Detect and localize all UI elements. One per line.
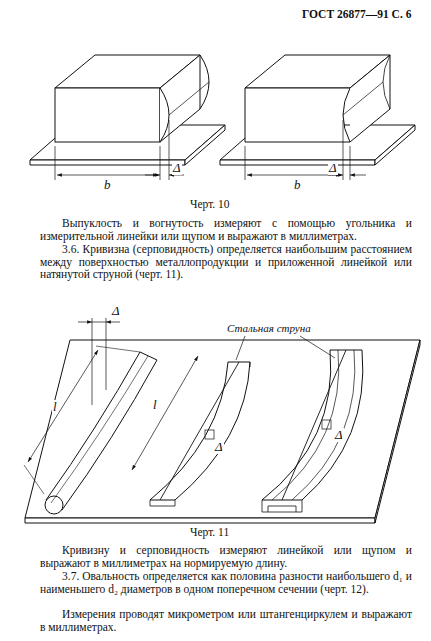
dimension-delta: Δ	[214, 440, 224, 454]
dimension-delta: Δ	[111, 304, 121, 318]
body-paragraph: Кривизну и серповидность измеряют линейк…	[40, 544, 412, 569]
body-paragraph: 3.6. Кривизна (серповидность) определяет…	[40, 243, 412, 281]
page-header: ГОСТ 26877—91 С. 6	[302, 8, 411, 21]
curvature-plate	[25, 340, 420, 523]
round-bar	[24, 318, 157, 514]
curved-channel	[262, 350, 363, 512]
dimension-length: l	[152, 398, 158, 412]
curved-strip	[132, 356, 250, 506]
figure-caption: Черт. 10	[190, 198, 230, 211]
concave-block	[220, 55, 415, 180]
body-paragraph: Измерения проводят микрометром или штанг…	[40, 608, 412, 633]
dimension-delta: Δ	[172, 161, 182, 175]
part-note: Стальная струна	[226, 322, 312, 334]
string-leader	[236, 336, 335, 360]
body-paragraph: 3.7. Овальность определяется как половин…	[40, 570, 412, 595]
body-paragraph: Выпуклость и вогнутость измеряют с помощ…	[40, 217, 412, 242]
dimension-delta: Δ	[328, 161, 338, 175]
convex-block	[30, 55, 225, 180]
dimension-delta: Δ	[334, 428, 344, 442]
figure-caption: Черт. 11	[190, 526, 229, 539]
dimension-length: l	[52, 400, 58, 414]
dimension-b: b	[103, 178, 112, 192]
dimension-b: b	[293, 178, 302, 192]
